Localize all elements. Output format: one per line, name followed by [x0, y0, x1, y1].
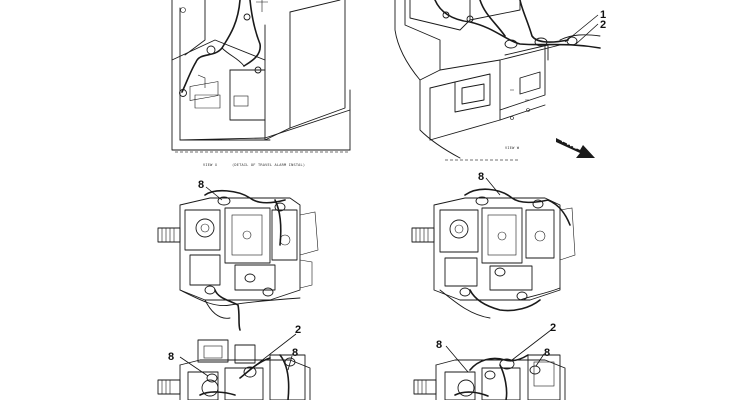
pump-view-middle-left: 8	[157, 179, 319, 331]
callout-item-2-bottom-right: 2	[550, 322, 556, 334]
callout-item-8-middle-right: 8	[478, 171, 484, 183]
pump-view-middle-right: 8	[411, 171, 576, 319]
callout-item-2: 2	[600, 19, 606, 31]
view-x-detail-caption: (DETAIL OF TRAVEL ALARM INSTAL)	[232, 163, 305, 167]
callout-item-8-middle-left: 8	[198, 179, 204, 191]
callout-item-8-bottom-right-b: 8	[544, 347, 550, 359]
view-x-travel-alarm: VIEW X (DETAIL OF TRAVEL ALARM INSTAL)	[171, 0, 351, 167]
pump-view-bottom-right: 2 8 8	[413, 322, 566, 400]
forward-arrow-icon: FWD	[556, 135, 595, 158]
view-x-label: VIEW X	[203, 163, 218, 167]
callout-item-2-bottom-left: 2	[295, 324, 301, 336]
callout-item-8-bottom-right: 8	[436, 339, 442, 351]
callout-item-8-bottom-left-b: 8	[292, 347, 298, 359]
view-w-frame: 1 2 FWD VIEW W	[394, 0, 606, 161]
view-w-label: VIEW W	[505, 146, 520, 150]
pump-view-bottom-left: 2 8 8	[157, 324, 311, 400]
callout-item-1: 1	[600, 9, 606, 21]
callout-item-8-bottom-left-a: 8	[168, 351, 174, 363]
